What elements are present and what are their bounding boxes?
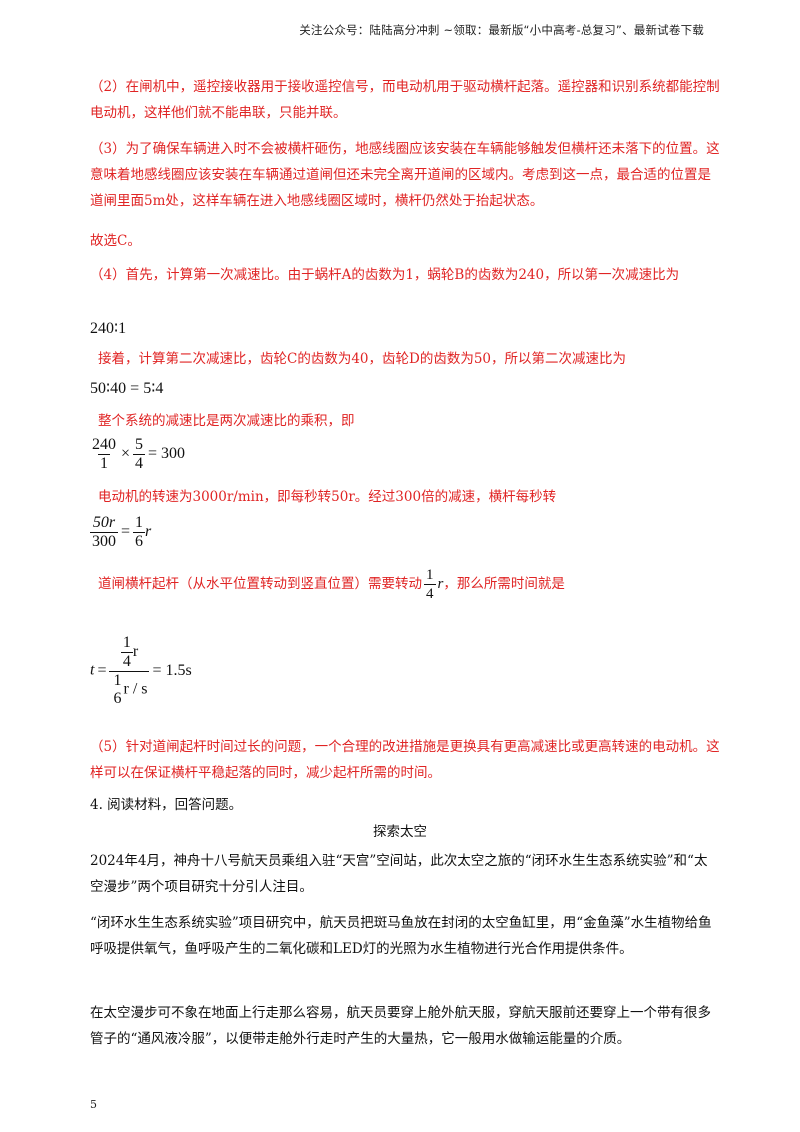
answer-part-4-product: 整个系统的减速比是两次减速比的乘积，即: [98, 413, 355, 429]
equation-total-ratio: 240 1 × 5 4 = 300: [92, 436, 186, 472]
fraction-quarter-turn: 1 4: [424, 567, 436, 602]
answer-part-4-speed: 电动机的转速为3000r/min，即每秒转50r。经过300倍的减速，横杆每秒转: [98, 489, 557, 505]
answer-part-5: （5）针对道闸起杆时间过长的问题，一个合理的改进措施是更换具有更高减速比或更高转…: [90, 739, 720, 781]
material-paragraph-2: “闭环水生生态系统实验”项目研究中，航天员把斑马鱼放在封闭的太空鱼缸里，用“金鱼…: [90, 915, 712, 957]
material-paragraph-3: 在太空漫步可不象在地面上行走那么容易，航天员要穿上舱外航天服，穿航天服前还要穿上…: [90, 1005, 711, 1047]
material-paragraph-1: 2024年4月，神舟十八号航天员乘组入驻“天宫”空间站，此次太空之旅的“闭环水生…: [90, 853, 708, 895]
answer-part-2: （2）在闸机中，遥控接收器用于接收遥控信号，而电动机用于驱动横杆起落。遥控器和识…: [90, 79, 720, 121]
compound-fraction: 1 4 r 1 6 r / s: [109, 634, 150, 708]
fraction-5-over-4: 5 4: [133, 436, 146, 472]
equation-time: t= 1 4 r 1 6 r / s = 1.5s: [90, 634, 192, 708]
page-number: 5: [90, 1098, 97, 1111]
equation-first-ratio: 240∶1: [90, 320, 127, 337]
fraction-240-over-1: 240 1: [92, 436, 116, 472]
material-title: 探索太空: [373, 824, 427, 840]
page-header: 关注公众号：陆陆高分冲刺 ~领取：最新版“小中高考-总复习”、最新试卷下载: [299, 23, 704, 37]
equation-second-ratio: 50∶40 = 5∶4: [90, 380, 164, 397]
answer-part-4-lift: 道闸横杆起杆（从水平位置转动到竖直位置）需要转动 1 4 r，那么所需时间就是: [98, 567, 565, 602]
answer-part-4-intro: （4）首先，计算第一次减速比。由于蜗杆A的齿数为1，蜗轮B的齿数为240，所以第…: [90, 267, 680, 283]
equation-rotation-per-second: 50r 300 = 1 6 r: [90, 514, 152, 550]
answer-part-3: （3）为了确保车辆进入时不会被横杆砸伤，地感线圈应该安装在车辆能够触发但横杆还未…: [90, 141, 720, 209]
answer-part-4-second: 接着，计算第二次减速比，齿轮C的齿数为40，齿轮D的齿数为50，所以第二次减速比…: [98, 351, 627, 367]
question-4: 4. 阅读材料，回答问题。: [90, 797, 243, 813]
answer-part-3-choice: 故选C。: [90, 233, 141, 249]
